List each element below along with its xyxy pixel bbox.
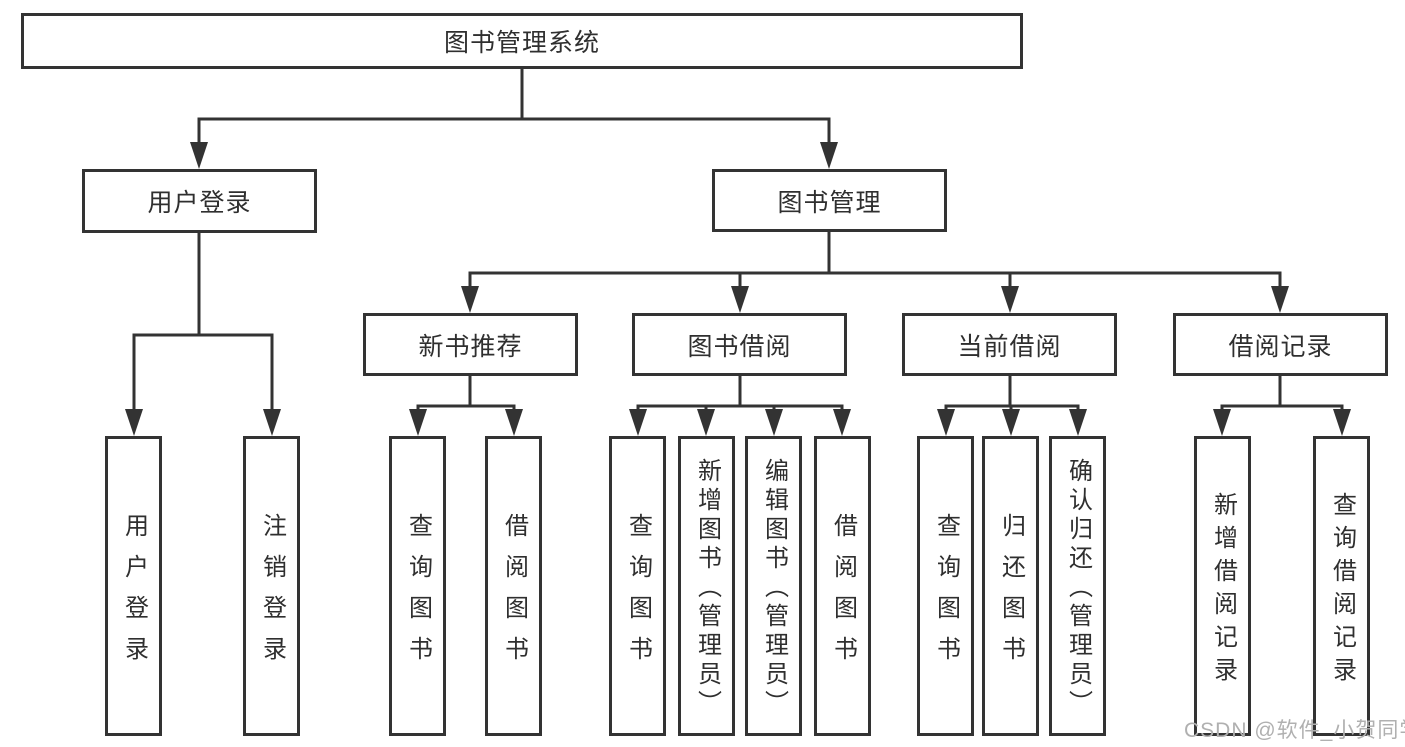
leaf-label: 编辑图书（管理员）: [760, 458, 788, 719]
leaf-label: 借阅图书: [500, 512, 528, 677]
node-label: 借阅记录: [1228, 332, 1333, 361]
leaf-label: 注销登录: [258, 512, 286, 677]
leaf-edit-book-admin: 编辑图书（管理员）: [745, 436, 802, 736]
leaf-label: 确认归还（管理员）: [1064, 458, 1092, 719]
leaf-confirm-return-admin: 确认归还（管理员）: [1049, 436, 1106, 736]
node-user-login: 用户登录: [82, 169, 317, 233]
leaf-label: 新增图书（管理员）: [693, 458, 721, 719]
leaf-label: 借阅图书: [829, 512, 857, 677]
leaf-add-borrow-record: 新增借阅记录: [1194, 436, 1251, 736]
node-library-system: 图书管理系统: [21, 13, 1023, 69]
leaf-query-books-current: 查询图书: [917, 436, 974, 736]
leaf-add-book-admin: 新增图书（管理员）: [678, 436, 735, 736]
node-label: 图书管理: [777, 188, 882, 217]
leaf-label: 查询图书: [404, 512, 432, 677]
leaf-user-login: 用户登录: [105, 436, 162, 736]
leaf-return-book: 归还图书: [982, 436, 1039, 736]
node-label: 图书借阅: [687, 332, 792, 361]
node-label: 用户登录: [147, 189, 252, 217]
node-book-borrow: 图书借阅: [632, 313, 847, 376]
leaf-logout: 注销登录: [243, 436, 300, 736]
csdn-watermark: CSDN @软件_小贺同学: [1184, 719, 1405, 742]
arrowhead-icons: [125, 142, 1351, 436]
leaf-query-borrow-record: 查询借阅记录: [1313, 436, 1370, 736]
node-current-borrow: 当前借阅: [902, 313, 1117, 376]
connector-strokes: [132, 67, 1344, 415]
leaf-borrow-books-recommend: 借阅图书: [485, 436, 542, 736]
leaf-label: 用户登录: [120, 512, 148, 677]
leaf-label: 归还图书: [997, 512, 1025, 677]
leaf-label: 查询图书: [932, 512, 960, 677]
node-label: 图书管理系统: [443, 29, 600, 57]
leaf-label: 查询图书: [624, 512, 652, 677]
leaf-borrow-books: 借阅图书: [814, 436, 871, 736]
node-label: 当前借阅: [957, 332, 1062, 361]
node-label: 新书推荐: [418, 332, 523, 361]
leaf-query-books-borrow: 查询图书: [609, 436, 666, 736]
leaf-label: 新增借阅记录: [1209, 491, 1237, 690]
leaf-label: 查询借阅记录: [1328, 491, 1356, 690]
node-book-management: 图书管理: [712, 169, 947, 232]
leaf-query-books-recommend: 查询图书: [389, 436, 446, 736]
node-borrow-records: 借阅记录: [1173, 313, 1388, 376]
node-new-book-recommend: 新书推荐: [363, 313, 578, 376]
